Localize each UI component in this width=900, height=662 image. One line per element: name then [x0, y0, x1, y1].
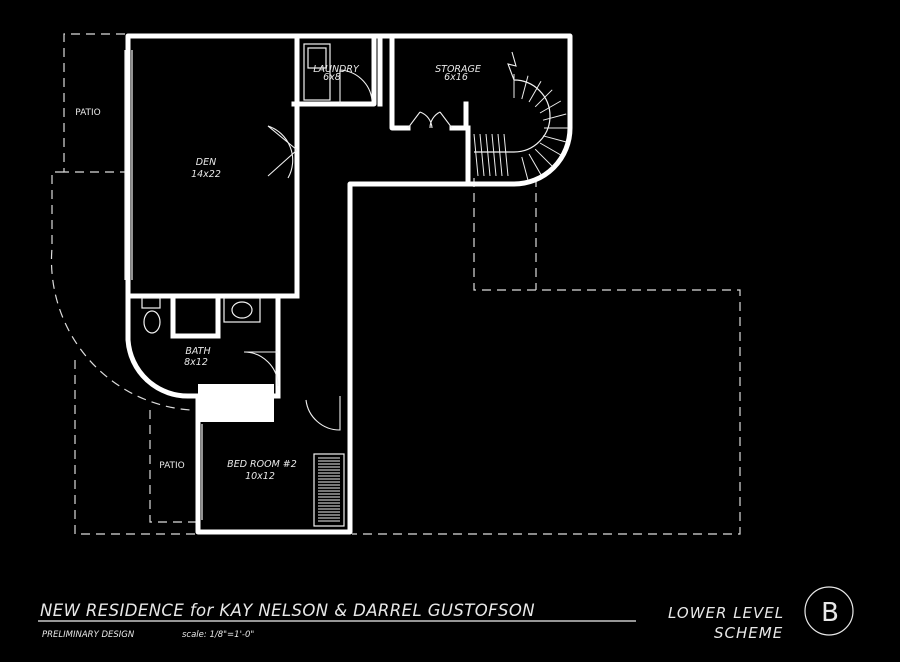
bedroom-name-label: BED ROOM #2 [227, 459, 297, 470]
hall-landing [198, 384, 274, 422]
walls [125, 33, 573, 535]
stair-tread [491, 133, 497, 177]
laundry-appliances [303, 43, 331, 101]
stair-tread [534, 89, 553, 108]
storage-size-label: 6x16 [444, 72, 468, 83]
stair-tread [539, 100, 562, 114]
patio-lower-label: PATIO [159, 461, 185, 471]
stair-tread [503, 133, 509, 177]
stair-tread [497, 133, 503, 177]
patio-upper-label: PATIO [75, 108, 101, 118]
project-title: NEW RESIDENCE for KAY NELSON & DARREL GU… [40, 601, 535, 620]
laundry-name-label: LAUNDRY [313, 64, 360, 75]
laundry-size-label: 6x8 [323, 72, 341, 83]
stair-tread [528, 153, 542, 176]
stair-tread [485, 133, 491, 177]
stair-tread [521, 156, 529, 181]
room-labels: DEN 14x22 LAUNDRY 6x8 STORAGE 6x16 BATH … [75, 64, 481, 482]
storage-name-label: STORAGE [435, 64, 481, 75]
sheet-letter: B [821, 598, 839, 628]
drawing-scale: scale: 1/8"=1'-0" [182, 630, 254, 640]
stair-tread [521, 75, 529, 100]
bath-name-label: BATH [185, 346, 210, 357]
bedroom-size-label: 10x12 [245, 471, 275, 482]
stair-tread [542, 135, 567, 143]
stair-tread [528, 80, 542, 103]
design-status: PRELIMINARY DESIGN [42, 630, 135, 640]
title-block: NEW RESIDENCE for KAY NELSON & DARREL GU… [38, 586, 854, 642]
sheet-letter-circle [804, 586, 854, 636]
den-windows [124, 50, 133, 280]
spiral-stair [473, 74, 568, 181]
den-size-label: 14x22 [191, 169, 221, 180]
stair-tread [539, 142, 562, 156]
stair-tread [542, 113, 567, 121]
sheet-title-line1: LOWER LEVEL [668, 604, 784, 622]
sheet-title-line2: SCHEME [714, 624, 783, 642]
dashed-outlines [50, 33, 741, 535]
den-name-label: DEN [196, 157, 216, 168]
door-swings [243, 51, 517, 431]
bedroom-closet [313, 453, 345, 527]
stair-tread [479, 133, 485, 177]
stair-tread [534, 148, 553, 167]
bath-fixtures [141, 297, 261, 339]
stair-tread [473, 133, 479, 177]
bath-size-label: 8x12 [184, 357, 208, 368]
